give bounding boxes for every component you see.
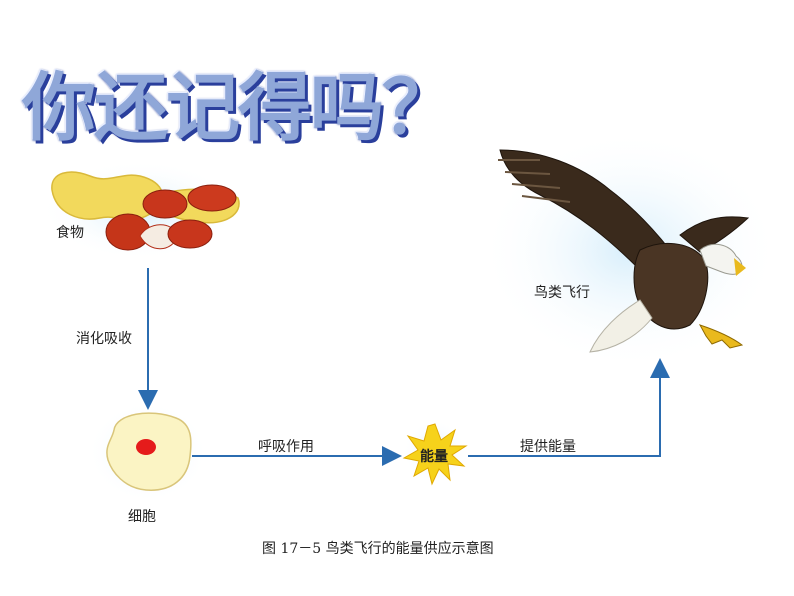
node-food-label: 食物 <box>56 225 84 241</box>
edge-respiration-label: 呼吸作用 <box>258 439 314 455</box>
energy-burst-icon <box>402 420 468 486</box>
cell-illustration <box>88 402 208 502</box>
node-cell-label: 细胞 <box>128 509 156 525</box>
arrow-supply <box>468 358 670 457</box>
node-energy-label: 能量 <box>420 449 448 465</box>
edge-supply-label: 提供能量 <box>520 439 576 455</box>
node-bird-label: 鸟类飞行 <box>534 285 590 301</box>
eagle-illustration <box>480 130 780 370</box>
peanut-illustration <box>40 160 240 260</box>
page-title: 你还记得吗？ <box>22 65 456 151</box>
figure-caption: 图 17－5 鸟类飞行的能量供应示意图 <box>262 541 494 557</box>
edge-digest-label: 消化吸收 <box>76 331 132 347</box>
